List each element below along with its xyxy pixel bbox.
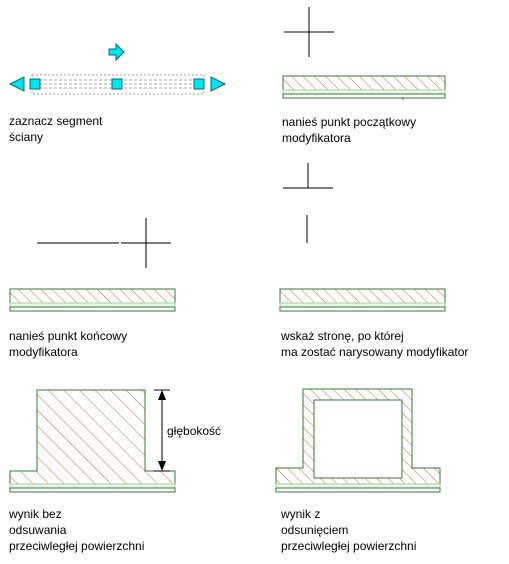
caption-line: przeciwległej powierzchni [9, 539, 145, 553]
caption-end-point: nanieś punkt końcowy modyfikatora [9, 328, 127, 360]
mid-square-grip-icon[interactable] [111, 78, 123, 90]
start-square-grip-icon[interactable] [29, 78, 41, 90]
end-square-grip-icon[interactable] [193, 78, 205, 90]
caption-line: odsuwania [9, 523, 67, 537]
depth-dimension [154, 389, 170, 472]
caption-line: wynik bez [9, 507, 62, 521]
caption-line: nanieś punkt końcowy [9, 329, 128, 343]
caption-line: zaznacz segment [9, 114, 103, 128]
panel-side [279, 163, 446, 312]
caption-line: nanieś punkt początkowy [282, 115, 417, 129]
caption-result-no-offset: wynik bez odsuwania przeciwległej powier… [9, 506, 144, 554]
crosshair-cursor-icon [121, 218, 171, 268]
caption-line: przeciwległej powierzchni [281, 539, 417, 553]
right-end-arrow-grip-icon[interactable] [210, 76, 227, 92]
panel-end-point [9, 218, 176, 312]
caption-line: modyfikatora [9, 345, 78, 359]
panel-start-point [282, 7, 446, 100]
caption-start-point: nanieś punkt początkowy modyfikatora [282, 114, 416, 146]
caption-line: wskaż stronę, po której [281, 329, 404, 343]
depth-label: głębokość [167, 424, 222, 438]
panel-result-no-offset [9, 389, 176, 493]
caption-select-segment: zaznacz segment ściany [9, 113, 102, 145]
wall-segment [9, 288, 176, 312]
panel-result-offset [275, 388, 441, 493]
arrow-grip-icon[interactable] [108, 42, 125, 62]
modifier-preview-line [283, 163, 333, 189]
caption-side: wskaż stronę, po której ma zostać naryso… [281, 328, 468, 360]
wall-with-solid-modifier [9, 389, 176, 493]
wall-with-hollow-modifier [275, 388, 441, 493]
left-end-arrow-grip-icon[interactable] [8, 76, 25, 92]
crosshair-cursor-icon [284, 7, 334, 57]
caption-line: wynik z [281, 507, 321, 521]
caption-line: ściany [9, 130, 44, 144]
caption-line: ma zostać narysowany modyfikator [281, 345, 469, 359]
caption-result-offset: wynik z odsunięciem przeciwległej powier… [281, 506, 416, 554]
panel-select-segment [8, 42, 227, 95]
wall-segment [282, 75, 446, 100]
wall-segment [279, 288, 446, 312]
caption-line: odsunięciem [281, 523, 349, 537]
caption-line: modyfikatora [282, 131, 351, 145]
